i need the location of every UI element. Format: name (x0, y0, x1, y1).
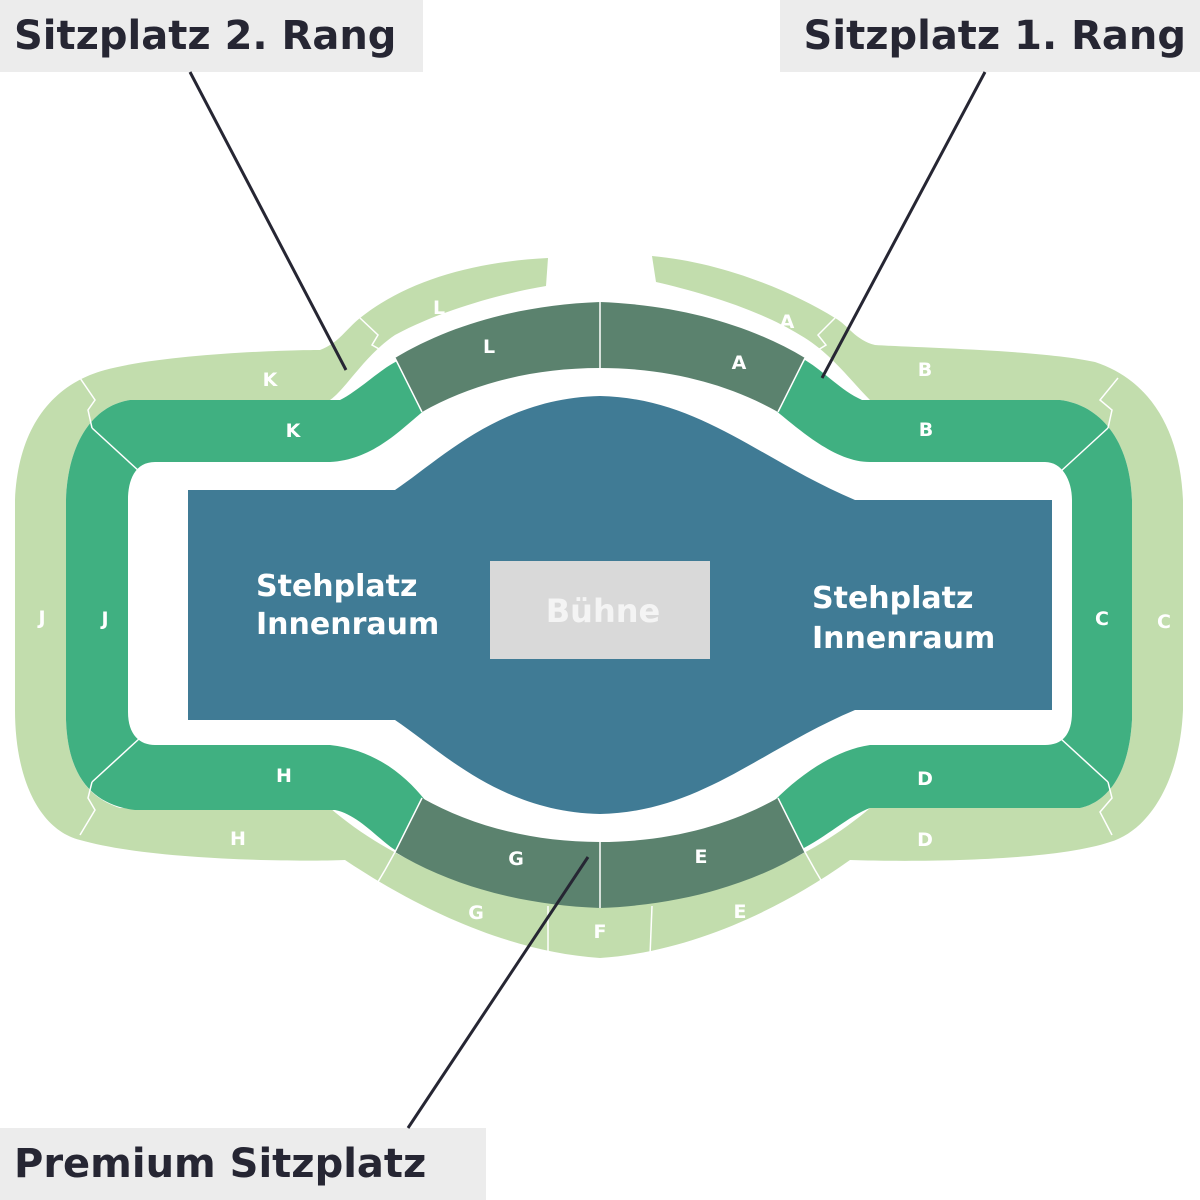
section-label-premium-G: G (508, 848, 524, 870)
premium-block-G[interactable] (395, 798, 600, 908)
section-label-outer-G: G (468, 902, 484, 924)
standing-label-right: Stehplatz (812, 581, 973, 616)
premium-block-L[interactable] (395, 302, 600, 412)
section-label-premium-A: A (732, 352, 747, 374)
ring-rang1[interactable] (66, 360, 1132, 853)
section-label-outer-C: C (1157, 611, 1171, 633)
section-label-inner-J: J (99, 608, 108, 630)
leader-line-premium (406, 856, 590, 1129)
standing-label-left: Stehplatz (256, 569, 417, 604)
section-label-premium-L: L (483, 336, 495, 358)
premium-block-E[interactable] (600, 798, 805, 908)
section-label-inner-K: K (286, 420, 302, 442)
section-label-inner-H: H (276, 765, 292, 787)
section-label-inner-D: D (917, 768, 933, 790)
section-label-outer-B: B (918, 359, 932, 381)
callout-rang1: Sitzplatz 1. Rang (780, 0, 1200, 72)
section-label-outer-D: D (917, 829, 933, 851)
section-label-outer-L: L (433, 297, 445, 319)
leader-line-rang1 (820, 71, 987, 379)
premium-block-A[interactable] (600, 302, 805, 412)
section-label-outer-K: K (263, 369, 279, 391)
standing-label-right-2: Innenraum (812, 621, 995, 656)
section-dividers (79, 302, 1119, 957)
section-label-inner-C: C (1095, 608, 1109, 630)
section-label-outer-J: J (36, 607, 45, 629)
leader-line-rang2 (188, 71, 348, 371)
callout-premium: Premium Sitzplatz (0, 1128, 486, 1200)
stage-label: Bühne (546, 592, 660, 630)
section-label-outer-F: F (594, 921, 607, 943)
section-label-outer-E: E (734, 901, 747, 923)
section-label-inner-B: B (919, 419, 933, 441)
section-label-premium-E: E (695, 846, 708, 868)
standing-label-left-2: Innenraum (256, 607, 439, 642)
stage (490, 561, 710, 659)
section-label-outer-A: A (780, 311, 795, 333)
section-label-outer-H: H (230, 828, 246, 850)
callout-rang2: Sitzplatz 2. Rang (0, 0, 423, 72)
